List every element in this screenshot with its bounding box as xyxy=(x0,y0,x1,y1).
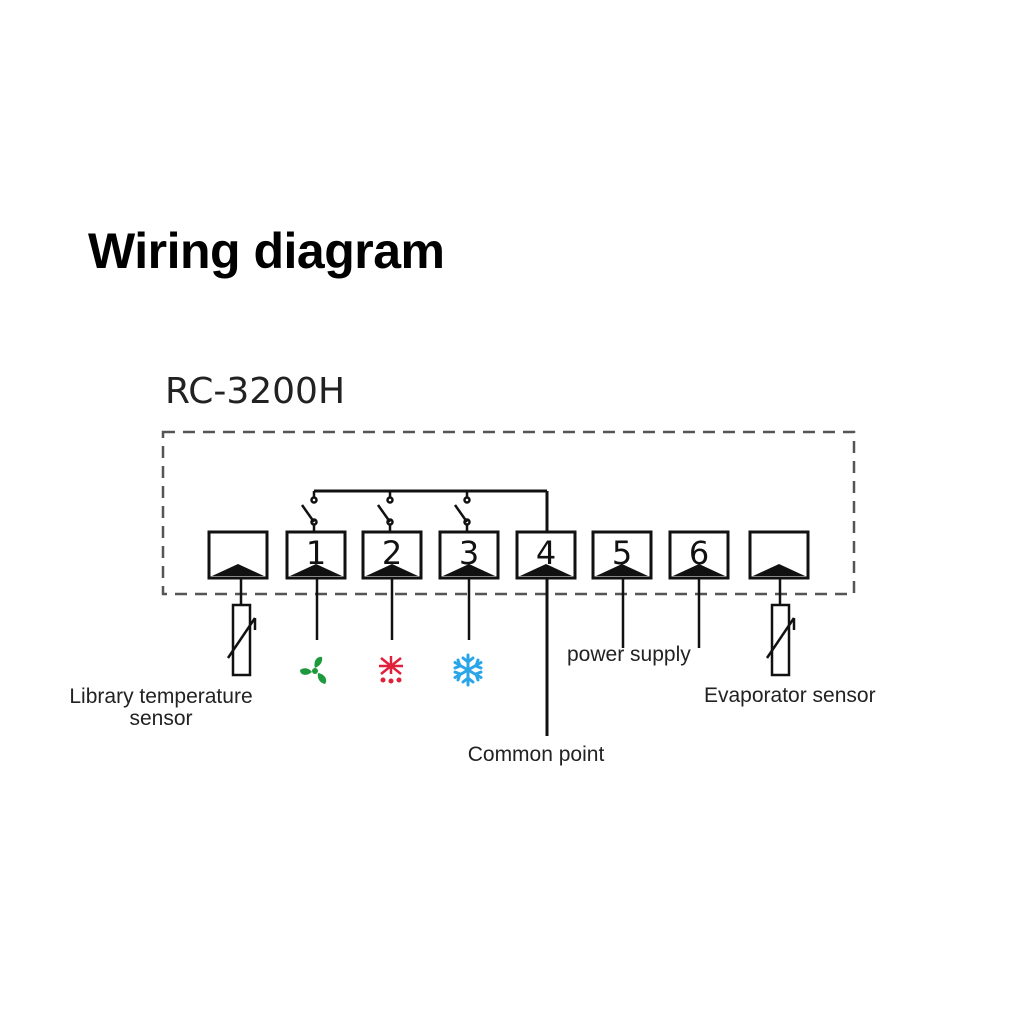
terminal-5: 5 xyxy=(591,530,653,580)
device-enclosure xyxy=(161,430,856,596)
terminal-number: 1 xyxy=(306,534,326,572)
terminal-4: 4 xyxy=(515,530,577,580)
terminal-3: 3 xyxy=(438,530,500,580)
relay-switch-3 xyxy=(453,491,471,532)
power-supply-label: power supply xyxy=(567,643,691,666)
library-sensor-label-line2: sensor xyxy=(129,707,192,730)
terminal-number: 2 xyxy=(382,534,402,572)
terminal-1: 1 xyxy=(285,530,347,580)
terminal-number: 6 xyxy=(689,534,709,572)
terminal-2: 2 xyxy=(361,530,423,580)
relay-switch-1 xyxy=(300,491,318,532)
evaporator-sensor-label: Evaporator sensor xyxy=(704,684,876,707)
page-title: Wiring diagram xyxy=(88,223,445,279)
model-label: RC-3200H xyxy=(165,371,346,412)
library-temperature-sensor xyxy=(226,578,257,677)
snowflake-icon xyxy=(453,653,483,687)
evaporator-sensor xyxy=(765,578,796,677)
library-sensor-label: Library temperature xyxy=(69,685,252,708)
terminal-number: 5 xyxy=(612,534,632,572)
fan-icon xyxy=(300,656,327,684)
terminal-number: 4 xyxy=(536,534,556,572)
terminal-sensor-right xyxy=(748,530,810,580)
terminal-6: 6 xyxy=(668,530,730,580)
defrost-icon xyxy=(379,656,403,684)
terminal-number: 3 xyxy=(459,534,479,572)
common-point-label: Common point xyxy=(468,743,605,766)
relay-switch-2 xyxy=(376,491,394,532)
terminal-sensor-left xyxy=(207,530,269,580)
